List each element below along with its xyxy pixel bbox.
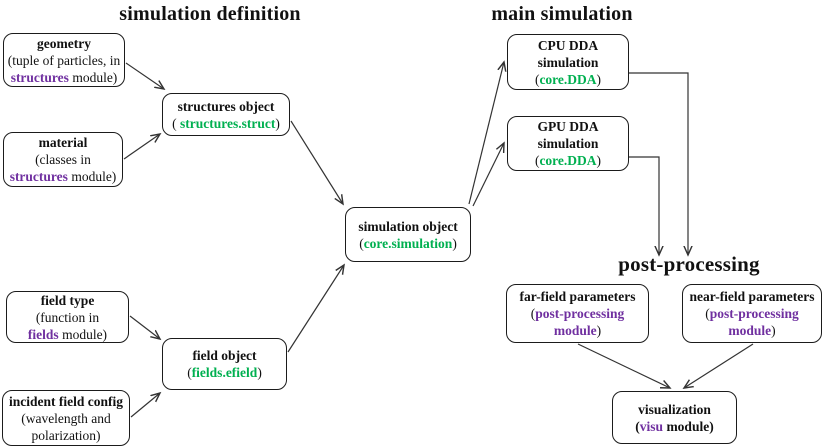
node-module-line: structures module) (10, 168, 117, 185)
node-module-line: fields module) (28, 326, 107, 343)
node-description-line1: (wavelength and (21, 410, 111, 426)
node-near-field-parameters: near-field parameters (post-processing m… (682, 284, 822, 343)
paren-open: ( (530, 306, 536, 321)
module-name: post-processing (709, 306, 799, 321)
paren-close: ) (452, 235, 457, 251)
object-ref: core.DDA (539, 153, 597, 168)
arrow-near-field-to-visualization (684, 343, 754, 388)
node-title: visualization (638, 401, 711, 417)
node-module-line1: (post-processing (531, 305, 625, 322)
module-name: visu (639, 418, 664, 434)
node-title: near-field parameters (689, 289, 815, 304)
node-gpu-dda-simulation: GPU DDA simulation (core.DDA) (507, 116, 629, 171)
arrow-geometry-to-structures-object (125, 62, 164, 89)
node-description: (function in (35, 309, 100, 325)
module-name: module (728, 323, 772, 338)
node-title: field type (40, 292, 95, 308)
node-ref-line: (core.simulation) (359, 235, 457, 252)
node-title-line2: simulation (537, 136, 599, 151)
node-title-line1: CPU DDA (537, 37, 599, 53)
arrow-structures-object-to-simulation-object (290, 120, 343, 204)
node-title-line2: simulation (537, 54, 599, 70)
elbow-cpu-dda-to-post-processing (629, 72, 688, 255)
paren-open: ( (534, 71, 540, 87)
module-name: structures (9, 169, 68, 184)
arrow-field-object-to-simulation-object (287, 265, 344, 353)
module-rest: module) (58, 326, 108, 342)
node-description: (classes in (35, 152, 91, 167)
node-title: geometry (37, 35, 91, 51)
node-far-field-parameters: far-field parameters (post-processing mo… (506, 284, 649, 343)
paren-close: ) (257, 365, 262, 380)
elbow-gpu-dda-to-post-processing (629, 156, 659, 255)
module-name: structures (10, 69, 69, 85)
node-ref-line: ( structures.struct) (172, 115, 280, 132)
node-title: field object (192, 348, 257, 363)
node-module-line1: (post-processing (705, 305, 799, 322)
paren-open: ( (635, 418, 640, 434)
module-name: post-processing (535, 306, 625, 321)
node-description-line2: polarization) (31, 427, 101, 443)
node-geometry: geometry (tuple of particles, in structu… (3, 33, 125, 87)
paren-open: ( (534, 153, 540, 168)
paren-close: ) (596, 323, 602, 338)
object-ref: core.simulation (363, 235, 453, 251)
module-rest: module) (67, 169, 117, 184)
arrow-simulation-object-to-gpu-dda (472, 143, 504, 207)
section-title-post-processing: post-processing (618, 252, 760, 276)
paren-open: ( (187, 365, 192, 380)
node-title-line1: GPU DDA (537, 119, 599, 134)
paren-open: ( (172, 115, 180, 131)
node-field-type: field type (function in fields module) (6, 291, 129, 343)
paren-open: ( (359, 235, 364, 251)
module-rest: module) (68, 69, 118, 85)
paren-close: ) (771, 323, 776, 338)
node-cpu-dda-simulation: CPU DDA simulation (core.DDA) (507, 34, 629, 90)
node-ref-line: (core.DDA) (535, 152, 601, 169)
paren-close: ) (596, 153, 602, 168)
node-simulation-object: simulation object (core.simulation) (345, 207, 471, 262)
node-ref-line: (fields.efield) (187, 364, 262, 381)
node-module-line2: module) (554, 322, 601, 339)
object-ref: structures.struct (180, 115, 276, 131)
node-field-object: field object (fields.efield) (162, 338, 287, 390)
node-title: structures object (177, 98, 275, 114)
paren-open: ( (705, 306, 710, 321)
node-module-line2: module) (728, 322, 775, 339)
paren-close: ) (596, 71, 602, 87)
arrow-field-type-to-field-object (129, 315, 160, 339)
module-name: module (553, 323, 597, 338)
arrow-incident-config-to-field-object (130, 393, 160, 418)
object-ref: fields.efield (191, 365, 258, 380)
arrow-material-to-structures-object (123, 134, 160, 160)
node-ref-line: (core.DDA) (535, 71, 601, 88)
node-material: material (classes in structures module) (3, 132, 123, 187)
node-title: far-field parameters (519, 289, 636, 304)
node-visualization: visualization (visu module) (612, 391, 737, 444)
node-incident-field-config: incident field config (wavelength and po… (2, 390, 130, 446)
node-title: incident field config (9, 393, 123, 409)
node-title: material (38, 135, 88, 150)
object-ref: core.DDA (539, 71, 597, 87)
node-description: (tuple of particles, in (7, 52, 121, 68)
module-rest: module) (663, 418, 714, 434)
node-structures-object: structures object ( structures.struct) (162, 93, 290, 136)
node-title: simulation object (358, 218, 458, 234)
arrow-far-field-to-visualization (577, 343, 670, 388)
node-module-line: structures module) (11, 69, 118, 86)
section-title-main-simulation: main simulation (491, 3, 633, 25)
module-name: fields (27, 326, 59, 342)
node-module-line: (visu module) (635, 418, 713, 435)
arrow-simulation-object-to-cpu-dda (468, 62, 504, 205)
section-title-simulation-definition: simulation definition (119, 3, 301, 25)
paren-close: ) (275, 115, 280, 131)
